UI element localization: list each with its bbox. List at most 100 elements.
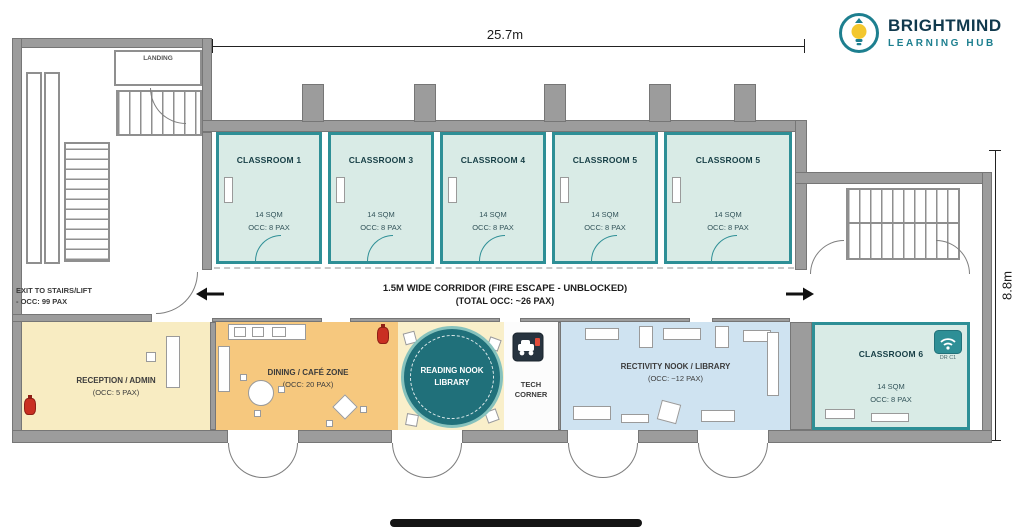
sofa: [218, 346, 230, 392]
classroom-meta: 14 SQM OCC: 8 PAX: [443, 209, 543, 235]
right-arrow-icon: [786, 287, 814, 301]
door-arc: [603, 443, 638, 478]
lift-shaft: [26, 72, 42, 264]
tech-station-sign-icon: [512, 332, 544, 362]
table: [656, 399, 682, 425]
classroom-name: CLASSROOM 6: [858, 349, 924, 359]
classroom-1-room: CLASSROOM 1 14 SQM OCC: 8 PAX: [216, 132, 322, 264]
exit-note-line1: EXIT TO STAIRS/LIFT: [16, 286, 92, 295]
wall-segment: [795, 120, 807, 270]
door-arc: [228, 443, 263, 478]
classroom-occupancy: OCC: 8 PAX: [248, 222, 290, 232]
classroom-meta: 14 SQM OCC: 8 PAX: [331, 209, 431, 235]
corridor-label-line1: 1.5M WIDE CORRIDOR (FIRE ESCAPE - UNBLOC…: [382, 283, 628, 294]
chair: [278, 386, 285, 393]
reading-nook-ring: [410, 335, 494, 419]
wall-segment: [768, 430, 992, 443]
kitchen-counter: [228, 324, 306, 340]
sofa: [663, 328, 701, 340]
sofa: [715, 326, 729, 348]
chair: [254, 410, 261, 417]
desk: [336, 177, 345, 203]
wall-segment: [212, 318, 322, 322]
wifi-tag-label: DR C1: [939, 355, 957, 361]
wall-segment: [298, 430, 392, 443]
desk: [224, 177, 233, 203]
bottom-bar: [390, 519, 642, 527]
brand-logo: BRIGHTMIND LEARNING HUB: [838, 12, 1002, 54]
classroom-meta: 14 SQM OCC: 8 PAX: [219, 209, 319, 235]
appliance: [252, 327, 264, 337]
wall-segment: [712, 318, 790, 322]
classroom-area: 14 SQM: [367, 210, 395, 219]
activity-nook-name: RECTIVITY NOOK / LIBRARY: [620, 362, 731, 371]
width-dimension-line: [212, 46, 805, 47]
activity-nook-zone: RECTIVITY NOOK / LIBRARY (OCC: ~12 PAX): [561, 322, 790, 430]
stair-rail-line: [846, 222, 960, 224]
left-arrow-icon: [196, 287, 224, 301]
cafe-table: [332, 394, 358, 420]
wall-segment: [790, 322, 812, 430]
wall-stub: [414, 84, 436, 122]
classroom-5b-room: CLASSROOM 5 14 SQM OCC: 8 PAX: [664, 132, 792, 264]
desk: [560, 177, 569, 203]
reception-name: RECEPTION / ADMIN: [76, 376, 156, 385]
wall-segment: [202, 120, 805, 132]
sofa: [573, 406, 611, 420]
wall-segment: [12, 38, 22, 443]
wall-segment: [558, 322, 561, 430]
classroom-name: CLASSROOM 1: [236, 155, 302, 165]
wall-segment: [638, 430, 698, 443]
classroom-name: CLASSROOM 3: [348, 155, 414, 165]
classroom-occupancy: OCC: 8 PAX: [870, 394, 912, 404]
table: [621, 414, 649, 423]
landing-label: LANDING: [143, 55, 173, 62]
wall-stub: [544, 84, 566, 122]
classroom-occupancy: OCC: 8 PAX: [360, 222, 402, 232]
dimension-tick: [989, 150, 1001, 151]
wall-stub: [734, 84, 756, 122]
appliance: [234, 327, 246, 337]
sofa: [639, 326, 653, 348]
door-arc: [263, 443, 298, 478]
desk: [448, 177, 457, 203]
wall-segment: [350, 318, 500, 322]
dining-zone: DINING / CAFÉ ZONE (OCC: 20 PAX): [216, 322, 400, 430]
door-arc: [479, 235, 505, 261]
reading-nook-label: READING NOOK LIBRARY: [420, 365, 483, 389]
wall-segment: [462, 430, 568, 443]
bookshelf: [767, 332, 779, 396]
desk: [871, 413, 909, 422]
door-arc: [711, 235, 737, 261]
dimension-tick: [989, 440, 1001, 441]
classroom-6-room: CLASSROOM 6 14 SQM OCC: 8 PAX: [812, 322, 970, 430]
classroom-meta: 14 SQM OCC: 8 PAX: [815, 381, 967, 407]
sofa: [701, 410, 735, 422]
door-arc: [810, 240, 844, 274]
door-arc: [392, 443, 427, 478]
door-arc: [733, 443, 768, 478]
corridor-label-line2: (TOTAL OCC: ~26 PAX): [455, 296, 555, 306]
dimension-tick: [212, 39, 213, 53]
classroom-5-room: CLASSROOM 5 14 SQM OCC: 8 PAX: [552, 132, 658, 264]
classroom-meta: 14 SQM OCC: 8 PAX: [667, 209, 789, 235]
exit-note-line2: - OCC: 99 PAX: [16, 297, 68, 306]
corridor-edge-line: [214, 267, 794, 269]
wall-segment: [210, 322, 216, 430]
fire-extinguisher-icon: [24, 395, 36, 415]
classroom-4-room: CLASSROOM 4 14 SQM OCC: 8 PAX: [440, 132, 546, 264]
classroom-3-room: CLASSROOM 3 14 SQM OCC: 8 PAX: [328, 132, 434, 264]
brand-tagline: LEARNING HUB: [888, 37, 996, 49]
width-dimension-label: 25.7m: [486, 27, 524, 42]
classroom-name: CLASSROOM 5: [695, 155, 761, 165]
dining-occupancy: (OCC: 20 PAX): [282, 380, 334, 389]
chair: [405, 413, 419, 427]
dimension-tick: [804, 39, 805, 53]
classroom-area: 14 SQM: [877, 382, 905, 391]
chair: [240, 374, 247, 381]
reception-zone: RECEPTION / ADMIN (OCC: 5 PAX): [22, 322, 210, 430]
desk: [672, 177, 681, 203]
reception-occupancy: (OCC: 5 PAX): [92, 388, 140, 397]
wall-segment: [202, 132, 212, 270]
lightbulb-logo-icon: [839, 13, 879, 53]
